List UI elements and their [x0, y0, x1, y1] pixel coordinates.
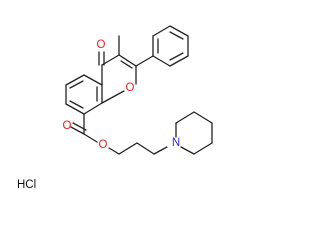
- bond-ph5-ph6-inner: [169, 52, 184, 61]
- bond-o1-c8a: [101, 90, 125, 104]
- ester-oxygen-label: O: [99, 139, 108, 151]
- bond-ph3-ph4-inner: [169, 31, 184, 40]
- bond-c3-c2: [118, 54, 137, 67]
- bond-o-ch2: [108, 147, 120, 155]
- bond-ester-c-o-double-a: [70, 126, 85, 135]
- bond-ph2-ph3: [152, 25, 171, 37]
- bond-c3-c2-double: [120, 60, 133, 69]
- hydrochloride-salt-label: HCl: [17, 179, 36, 191]
- bond-ch2-ch2: [118, 142, 138, 155]
- bond-c4-c3: [101, 54, 120, 66]
- bond-c8-c8a: [83, 102, 103, 115]
- phenyl-ring-bonds: [135, 25, 189, 67]
- bond-c2p-c3p: [175, 111, 195, 124]
- bond-ph6-ph1: [152, 55, 171, 67]
- benzo-ring-bonds: [65, 74, 103, 115]
- bond-ester-c-o-double-b: [72, 122, 87, 131]
- bond-ph5-ph6: [169, 55, 189, 67]
- bond-ph3-ph4: [169, 25, 189, 37]
- bond-ch2-ch2-b: [136, 142, 155, 155]
- bond-ch2-n: [153, 146, 168, 155]
- piperidine-ring-bonds: [175, 111, 213, 155]
- ester-carbonyl-oxygen-label: O: [63, 120, 72, 132]
- atom-labels: O O O O N: [63, 39, 181, 151]
- bond-c7-c8-inner: [69, 100, 84, 109]
- bond-c5-c6-inner: [69, 80, 84, 89]
- bond-c3p-c4p: [193, 111, 213, 124]
- bond-c2-phenyl: [135, 55, 154, 67]
- bond-c7-c8: [65, 103, 85, 115]
- bond-c5-c6: [65, 74, 85, 86]
- chromone-core-bonds: [98, 35, 137, 104]
- ring-oxygen-label: O: [126, 82, 135, 94]
- bond-c4a-c5: [83, 74, 103, 86]
- ester-chain-bonds: [70, 113, 168, 155]
- bond-c6p-n: [180, 146, 195, 155]
- bond-ester-c-o-single: [83, 133, 98, 143]
- chemical-structure: O O O O N HCl: [17, 25, 213, 191]
- piperidine-nitrogen-label: N: [172, 137, 180, 149]
- bond-c5p-c6p: [193, 142, 213, 155]
- carbonyl-oxygen-label: O: [97, 39, 106, 51]
